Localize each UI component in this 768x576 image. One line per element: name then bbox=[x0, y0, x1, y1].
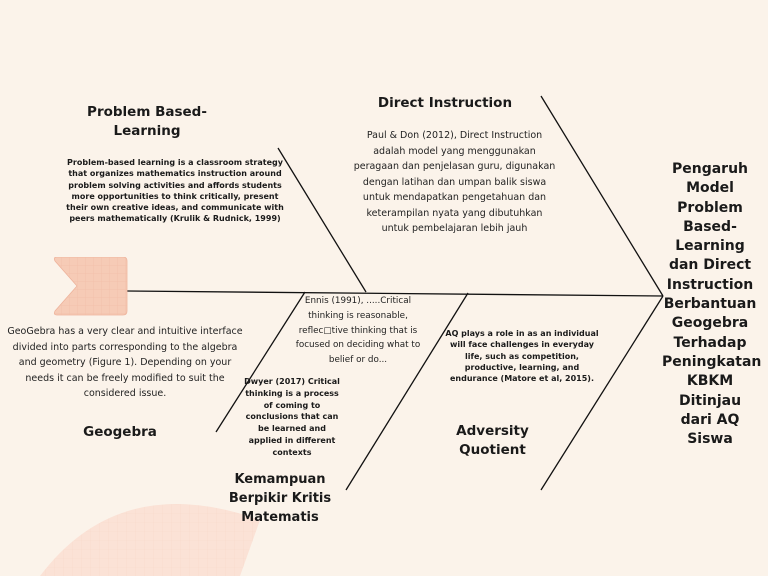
direct-instruction-heading: Direct Instruction bbox=[377, 95, 513, 111]
spine bbox=[126, 290, 664, 297]
kbkm-dwyer-description: Dwyer (2017) Critical thinking is a proc… bbox=[244, 377, 340, 457]
bone-kbkm bbox=[345, 292, 469, 491]
aq-description: AQ plays a role in as an individual will… bbox=[445, 329, 599, 384]
bone-geogebra bbox=[215, 291, 306, 433]
pbl-heading: Problem Based-Learning bbox=[87, 104, 207, 139]
bone-direct-instruction bbox=[540, 95, 664, 297]
geogebra-heading: Geogebra bbox=[83, 424, 157, 440]
direct-instruction-description: Paul & Don (2012), Direct Instruction ad… bbox=[353, 130, 556, 234]
kbkm-heading: Kemampuan Berpikir Kritis Matematis bbox=[228, 472, 332, 525]
aq-heading: Adversity Quotient bbox=[456, 423, 529, 458]
fish-tail-icon bbox=[53, 257, 128, 316]
effect-title: Pengaruh Model Problem Based-Learning da… bbox=[662, 161, 762, 448]
geogebra-description: GeoGebra has a very clear and intuitive … bbox=[7, 326, 243, 399]
bone-aq bbox=[540, 295, 664, 491]
kbkm-ennis-description: Ennis (1991), .....Critical thinking is … bbox=[295, 296, 421, 366]
pbl-description: Problem-based learning is a classroom st… bbox=[66, 158, 284, 224]
bone-pbl bbox=[277, 147, 367, 293]
